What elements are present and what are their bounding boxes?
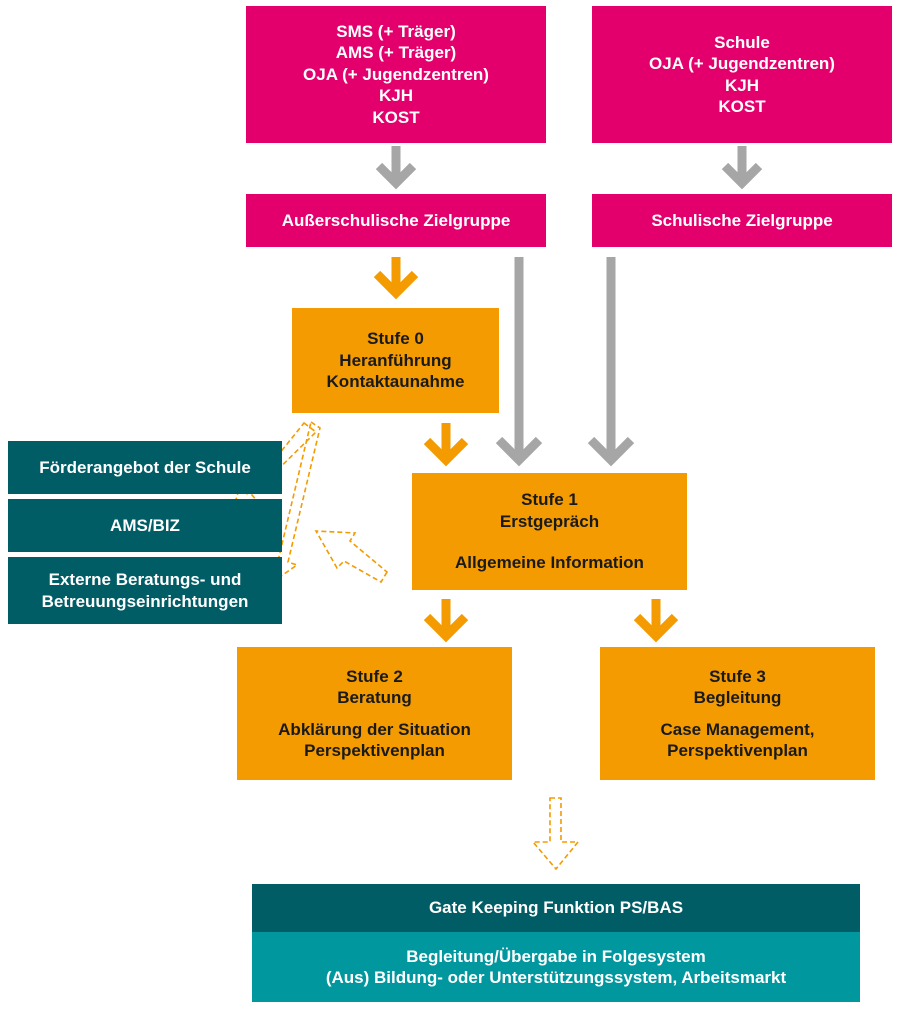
gate-keeping-line1: Begleitung/Übergabe in Folgesystem [406, 946, 706, 966]
orange-arrow-to-stufe2 [423, 599, 469, 643]
stufe0-title: Stufe 0 [367, 329, 424, 349]
source-line: AMS (+ Träger) [335, 43, 457, 63]
stufe3-box: Stufe 3 Begleitung Case Management, Pers… [600, 647, 875, 780]
gate-keeping-header: Gate Keeping Funktion PS/BAS [252, 884, 860, 932]
gate-keeping-title: Gate Keeping Funktion PS/BAS [428, 898, 684, 918]
stufe2-line3: Perspektivenplan [304, 741, 445, 760]
gate-keeping-body: Begleitung/Übergabe in Folgesystem (Aus)… [252, 932, 860, 1002]
stufe3-title: Stufe 3 [709, 666, 766, 686]
source-line: OJA (+ Jugendzentren) [303, 64, 489, 84]
stufe1-box: Stufe 1 Erstgepräch Allgemeine Informati… [412, 473, 687, 590]
target-group-label: Schulische Zielgruppe [651, 210, 833, 230]
orange-arrow-to-stufe1 [423, 423, 469, 467]
source-line: SMS (+ Träger) [336, 21, 456, 41]
gray-arrow-right [721, 146, 763, 190]
stufe3-line1: Begleitung [693, 688, 782, 707]
source-line: KJH [378, 86, 413, 106]
source-box-extracurricular: SMS (+ Träger) AMS (+ Träger) OJA (+ Jug… [246, 6, 546, 143]
stufe3-line2: Case Management, [660, 719, 815, 739]
stufe0-line1: Heranführung [339, 350, 452, 370]
orange-arrow-to-stufe3 [633, 599, 679, 643]
stufe3-line3: Perspektivenplan [667, 741, 808, 760]
gray-arrow-long-right [587, 257, 635, 467]
external-item-counseling: Externe Beratungs- und Betreuungseinrich… [8, 557, 282, 624]
stufe0-line2: Kontaktaunahme [326, 372, 465, 392]
external-item-label-line2: Betreuungseinrichtungen [41, 591, 249, 611]
target-group-label: Außerschulische Zielgruppe [281, 210, 511, 230]
stufe1-line1: Erstgepräch [499, 511, 600, 531]
orange-arrow-to-stufe0 [373, 257, 419, 300]
external-item-label-line1: Externe Beratungs- und [48, 570, 242, 589]
external-item-label: AMS/BIZ [110, 515, 180, 535]
stufe0-box: Stufe 0 Heranführung Kontaktaunahme [292, 308, 499, 413]
stufe2-line2: Abklärung der Situation [278, 719, 471, 739]
source-box-school: Schule OJA (+ Jugendzentren) KJH KOST [592, 6, 892, 143]
source-line: OJA (+ Jugendzentren) [649, 54, 835, 73]
dashed-arrow-from-stufe1 [314, 530, 389, 584]
source-line: Schule [714, 32, 770, 52]
dashed-arrow-to-gate [531, 797, 580, 871]
stufe2-line1: Beratung [337, 688, 412, 707]
stufe2-title: Stufe 2 [346, 666, 403, 686]
external-item-label: Förderangebot der Schule [39, 457, 251, 477]
source-line: KOST [372, 107, 420, 127]
gate-keeping-line2: (Aus) Bildung- oder Unterstützungssystem… [325, 968, 787, 987]
gray-arrow-left [375, 146, 417, 190]
target-group-extracurricular: Außerschulische Zielgruppe [246, 194, 546, 247]
stufe1-title: Stufe 1 [521, 490, 578, 510]
source-line: KJH [724, 75, 759, 95]
gray-arrow-long-left [495, 257, 543, 467]
external-item-ams-biz: AMS/BIZ [8, 499, 282, 552]
stufe1-line2: Allgemeine Information [455, 553, 644, 573]
source-line: KOST [718, 97, 766, 116]
target-group-school: Schulische Zielgruppe [592, 194, 892, 247]
stufe2-box: Stufe 2 Beratung Abklärung der Situation… [237, 647, 512, 780]
external-item-school: Förderangebot der Schule [8, 441, 282, 494]
